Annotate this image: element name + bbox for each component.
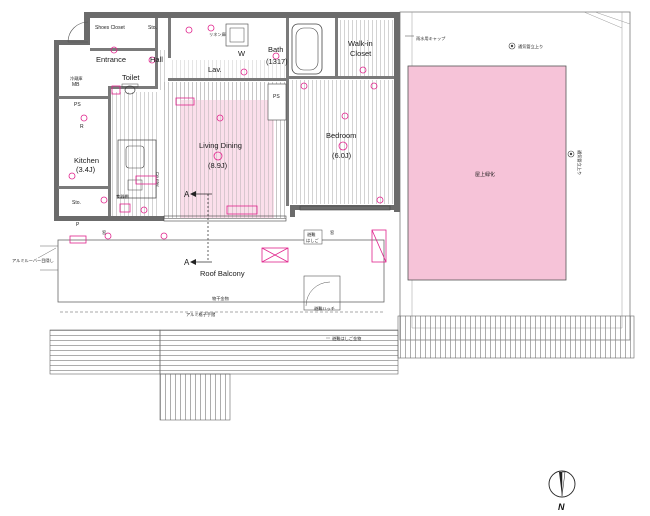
aluminum-louver-label: アルミルーバー目隠し: [12, 257, 54, 264]
p-label: P: [76, 222, 80, 228]
storage-top-label: Sto.: [148, 25, 157, 31]
drain-cap: 雨水用キャップ: [405, 35, 446, 42]
storage-kitchen-label: Sto.: [72, 200, 81, 206]
living-dining-marker: [213, 151, 223, 161]
roof-greening-label: 屋上緑化: [475, 171, 495, 178]
bath-tub: [291, 23, 323, 75]
shoes-closet-label: Shoes Closet: [95, 25, 125, 31]
svg-text:Counter: Counter: [155, 172, 160, 188]
roof-balcony: [40, 239, 385, 311]
closet-label: Closet: [350, 49, 372, 58]
bedroom-label: Bedroom: [326, 131, 356, 140]
compass-label: N: [558, 502, 565, 512]
entrance-label: Entrance: [96, 55, 126, 64]
window-label-1: 窓: [102, 229, 106, 235]
kitchen-floor: [112, 92, 160, 216]
outer-walls: [54, 12, 400, 221]
deck-floor-right: [159, 329, 399, 375]
walkin-floor: [338, 20, 394, 76]
floor-hardware-label: 物干金物: [212, 295, 229, 302]
cupboard-label: 食器棚: [116, 193, 129, 200]
pink-markers: [68, 24, 387, 263]
lav-floor: [171, 60, 286, 78]
south-windows: [163, 205, 391, 222]
interior-walls: [58, 18, 394, 216]
pantry-label: 冷蔵庫: [70, 75, 83, 82]
ps-right-label: PS: [273, 94, 280, 100]
vent-pipe-right: 通気管立上り: [567, 150, 583, 175]
bedroom-size: (6.0J): [332, 151, 352, 160]
deck-steps: [159, 373, 231, 421]
living-dining-size: (8.9J): [208, 161, 228, 170]
svg-text:はしご: はしご: [306, 237, 319, 244]
ps-left-label: PS: [74, 102, 81, 108]
r-label: R: [80, 124, 84, 130]
roof-greening-area: [407, 65, 567, 281]
deck-floor-left: [49, 329, 161, 375]
linen-label: リネン庫: [209, 31, 226, 38]
terrace-deck: [397, 315, 635, 359]
evac-ladder-sign: 避難 はしご: [303, 229, 323, 245]
walkin-label: Walk-in: [348, 39, 373, 48]
kitchen-label: Kitchen: [74, 156, 99, 165]
section-line: A A: [184, 190, 212, 267]
svg-text:避難: 避難: [307, 231, 315, 238]
toilet-fixture: [121, 83, 139, 95]
bedroom-marker: [338, 141, 348, 151]
bath-label: Bath: [268, 45, 283, 54]
ps-box-right: [267, 83, 287, 121]
aluminum-railing-label: アルミ格子手摺: [186, 311, 215, 318]
svg-text:通気管立上り: 通気管立上り: [576, 150, 583, 175]
kitchen-counter: Counter: [117, 139, 160, 199]
evacuation-hatch-label: 避難ハッチ: [314, 305, 335, 312]
mb-label: MB: [72, 82, 80, 88]
vent-pipe-top: 通気管立上り: [508, 42, 543, 50]
svg-text:A: A: [184, 190, 190, 199]
lav-sink: [225, 23, 249, 47]
compass: N: [548, 470, 576, 512]
svg-text:通気管立上り: 通気管立上り: [518, 43, 543, 50]
roof-balcony-label: Roof Balcony: [200, 269, 245, 278]
bath-size-label: (1317): [266, 57, 288, 66]
living-dining-label: Living Dining: [199, 141, 242, 150]
toilet-label: Toilet: [122, 73, 140, 82]
window-label-2: 窓: [330, 229, 334, 235]
kitchen-size: (3.4J): [76, 165, 96, 174]
evacuation-hardware-label: 避難はしご金物: [332, 335, 361, 342]
lav-label: Lav.: [208, 65, 222, 74]
hall-label: Hall: [150, 55, 163, 64]
svg-text:A: A: [184, 258, 190, 267]
svg-text:雨水用キャップ: 雨水用キャップ: [416, 35, 446, 42]
entrance-door: [67, 21, 89, 43]
w-label: W: [238, 49, 246, 58]
hall-floor: [158, 50, 168, 90]
